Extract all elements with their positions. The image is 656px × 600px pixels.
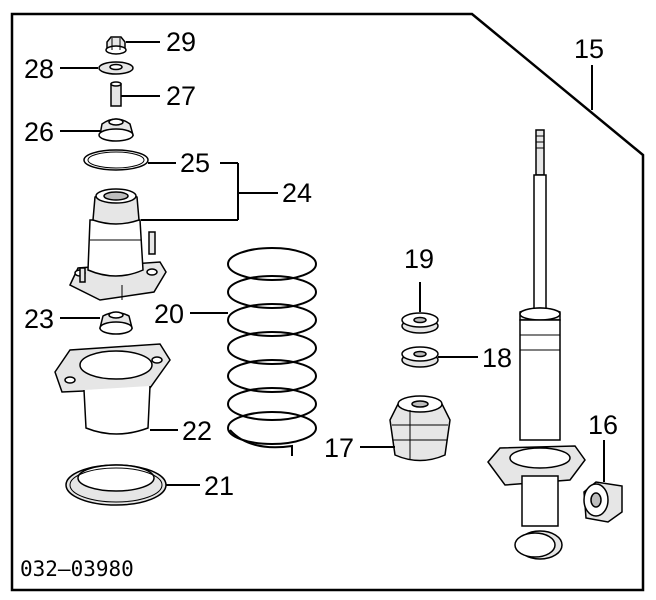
callout-19: 19 bbox=[404, 244, 434, 274]
callout-15: 15 bbox=[574, 34, 604, 64]
callout-29: 29 bbox=[166, 27, 196, 57]
callout-17: 17 bbox=[324, 433, 354, 463]
part-29-nut bbox=[105, 36, 127, 55]
part-16-lower-bushing bbox=[583, 481, 623, 523]
part-25-o-ring bbox=[83, 149, 149, 171]
part-24-upper-mount bbox=[69, 188, 167, 301]
part-17-bump-stop bbox=[389, 395, 451, 462]
assembly-frame bbox=[10, 12, 645, 592]
callout-20: 20 bbox=[154, 299, 184, 329]
part-18-bushing bbox=[401, 346, 439, 368]
leader-lines bbox=[60, 41, 605, 486]
callout-21: 21 bbox=[204, 471, 234, 501]
callout-25: 25 bbox=[180, 148, 210, 178]
part-19-bushing bbox=[401, 312, 439, 334]
callout-26: 26 bbox=[24, 117, 54, 147]
part-21-insulator bbox=[65, 464, 167, 506]
callout-27: 27 bbox=[166, 81, 196, 111]
part-28-washer bbox=[98, 61, 134, 75]
callout-16: 16 bbox=[588, 410, 618, 440]
callout-28: 28 bbox=[24, 54, 54, 84]
part-22-spring-seat bbox=[54, 343, 171, 435]
part-27-collar bbox=[110, 81, 122, 107]
reference-code: 032–03980 bbox=[20, 557, 134, 581]
part-15-shock-absorber bbox=[487, 129, 586, 560]
part-23-bump-rubber bbox=[99, 311, 133, 335]
callout-23: 23 bbox=[24, 304, 54, 334]
part-20-coil-spring bbox=[227, 247, 317, 456]
callout-22: 22 bbox=[182, 416, 212, 446]
callout-18: 18 bbox=[482, 343, 512, 373]
part-26-bushing bbox=[98, 118, 134, 142]
callout-24: 24 bbox=[282, 178, 312, 208]
